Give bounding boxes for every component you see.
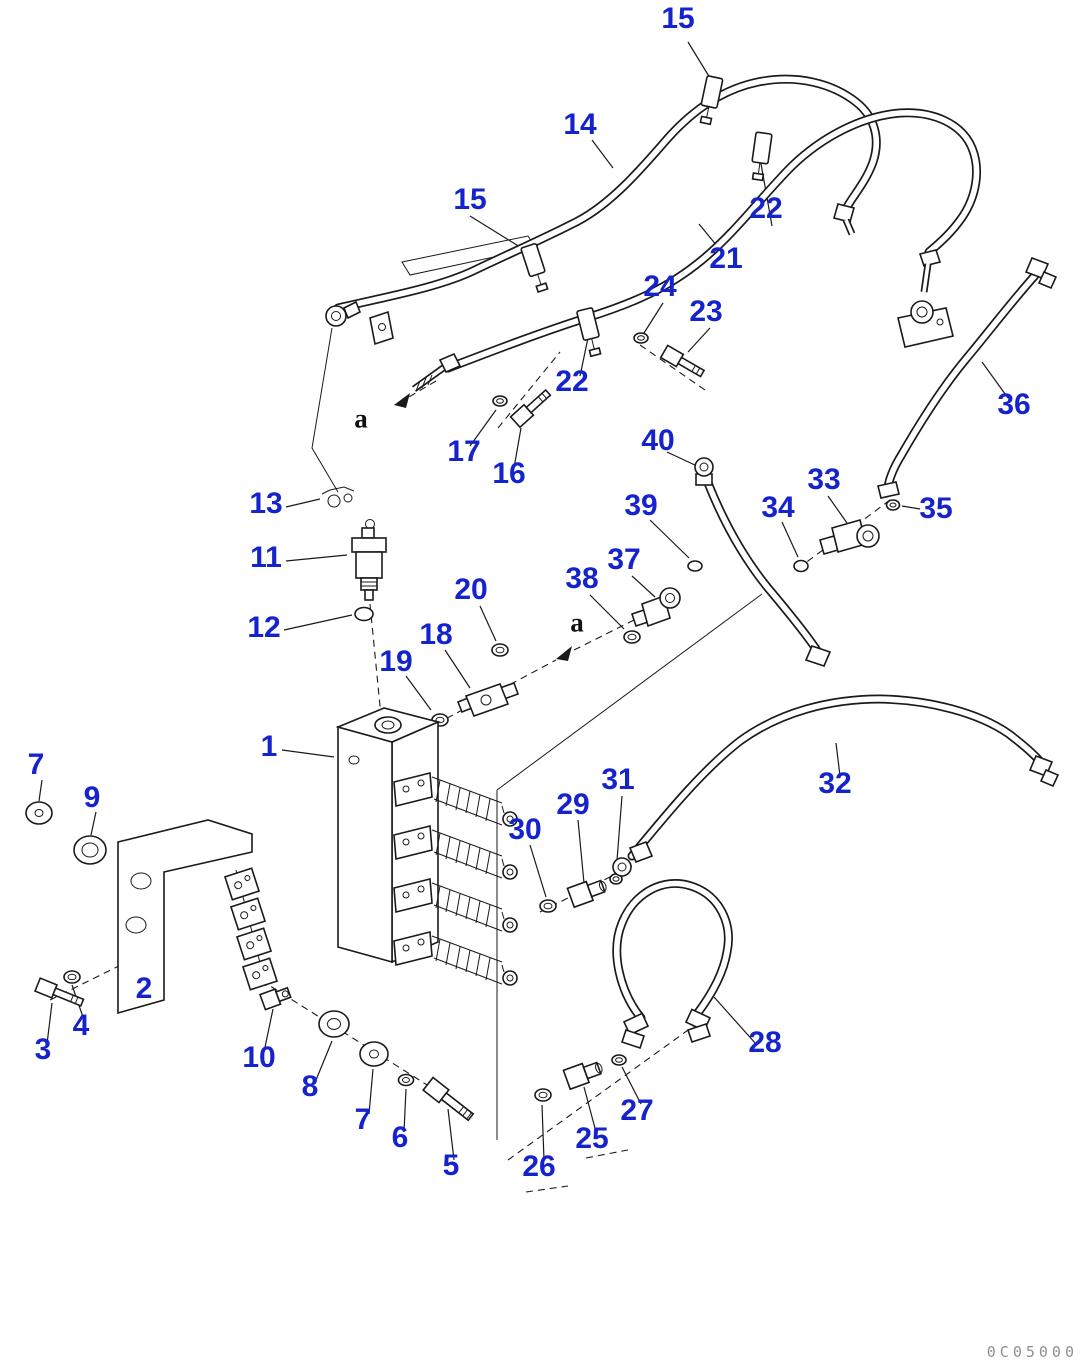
oring-30 [539,899,557,913]
grommet-9 [73,835,107,865]
hose28-fittings [620,1008,712,1050]
grommet-7-top [25,801,53,825]
plug-25 [562,1061,603,1091]
clip-13 [321,486,355,508]
elbow-fitting-37 [630,587,681,628]
oring-27 [611,1054,627,1066]
fitting-hose36-bottom [877,481,900,499]
bolt-3 [33,977,85,1007]
oring-20 [491,643,509,657]
manifold-strip [223,867,279,991]
washer-24 [633,332,649,344]
bolt-16 [509,388,552,429]
connector-10 [258,986,292,1011]
valve-cartridge [393,824,518,880]
axis-lines [49,235,891,1193]
leader-lines [38,41,1009,1161]
grommet-7-bottom [359,1041,389,1067]
clamp-15-left [520,242,549,293]
hose-36 [883,264,1046,493]
fitting-hose36-top [1024,256,1058,290]
hose32-fittings [612,754,1060,877]
oring-39 [687,560,703,572]
clamp-22-top [751,131,773,182]
clamp-22-left [576,307,602,358]
hose-14 [333,74,881,313]
fitting-40 [694,457,714,486]
oring-34 [793,559,809,573]
oring-35 [885,499,901,511]
view-arrowheads [394,393,572,661]
hose-28 [612,879,733,1023]
grommet-8 [318,1010,350,1038]
mounting-bracket [117,819,253,1015]
banjo-fitting-hose14-left [325,300,394,346]
valve-cartridge [393,877,518,933]
fitting-hose40-bottom [804,645,832,667]
plug-29 [566,879,607,909]
valve-cartridge-11 [351,519,387,601]
oring-38 [623,630,641,644]
washer-17 [492,395,508,407]
oring-26 [534,1088,552,1102]
drawing-code: 0C05000 [986,1343,1078,1361]
fitting-hose14-right [833,203,856,236]
bolt-5 [422,1076,475,1122]
cap-12 [354,606,374,622]
banjo-bracket-hose21-right [897,249,954,348]
fitting-18 [456,681,520,718]
banjo-bolt-hose21-left [411,352,462,392]
hose-40 [703,478,823,657]
valve-cartridge [393,930,518,986]
hose-32 [627,694,1047,861]
washer-4 [63,970,81,984]
bolt-23 [659,344,706,378]
washer-6 [397,1073,415,1087]
valve-cartridge [393,771,518,827]
clamp-15-top [699,75,724,126]
elbow-fitting-33 [819,519,880,555]
